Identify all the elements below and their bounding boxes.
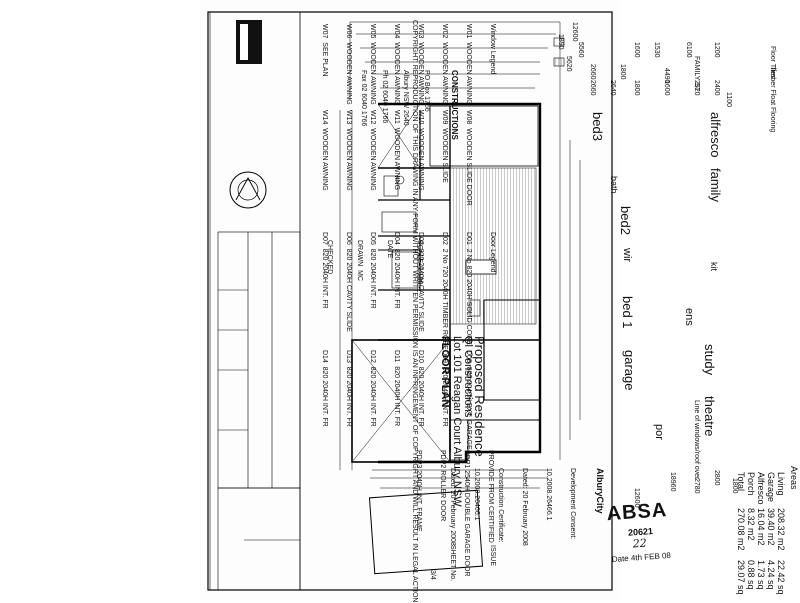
absa-stamp-signature: 22 [632,536,648,551]
timber-floor-swatch [553,57,565,67]
dim-label: 1200 [713,42,720,58]
areas-row: Garage39.40 m24.24 sq [766,472,776,590]
door-legend-item: D12 820 2040H INT. FR [369,350,376,427]
room-theatre: theatre [702,396,717,437]
dim-label: 2660 [589,64,596,80]
dimension-lines [339,21,581,489]
absa-stamp: ABSA 20621 22 Date 4th FEB 08 [567,490,682,575]
room-wir: wir [621,248,633,263]
timber-floor-label: Timber Float Flooring [769,66,776,133]
room-bath: bath [609,176,619,194]
room-kitchen: kit [709,262,719,271]
dim-label: 6100 [685,42,692,58]
dim-label: 4490 [663,68,670,84]
floor-plan-drawing [207,11,613,591]
window-legend-item: W08 WOODEN SLIDE DOOR [465,110,472,206]
room-bed1: bed 1 [620,296,635,329]
dim-label: 2800 [713,470,720,486]
sheet-title: FLOOR PLAN [439,336,451,408]
room-porch: por [653,424,665,440]
dim-label: 2780 [693,478,700,494]
room-ensuite: ens [683,308,695,326]
dim-label: 2660 [589,80,596,96]
dim-label: 5620 [565,56,572,72]
window-legend-item: W14 WOODEN AWNING [321,110,328,191]
title-block-rows: SCALE 1:100 DATE DRAWN MC CHECKED [326,240,423,285]
house-outline [351,102,542,464]
room-family: family [708,168,723,202]
theatre-note: Line of windows/roof over [693,400,700,480]
dim-label: 18960 [669,472,676,492]
areas-title: Areas [789,466,799,490]
door-legend-item: D13 820 2040H INT. FR [345,350,352,427]
door-legend-title: Door Legend [489,232,496,273]
dim-label: 1600 [633,42,640,58]
door-legend-item: D14 820 2040H INT. FR [321,350,328,427]
project-title: Proposed Residence [472,336,487,457]
room-study: study [702,344,717,376]
floor-tiles-swatch [553,37,565,47]
dim-label: 12600 [571,22,578,42]
absa-stamp-word: ABSA [605,499,668,526]
absa-stamp-border [368,489,484,575]
north-compass [229,171,267,209]
dim-label: 1530 [653,42,660,58]
company-logo [236,20,262,64]
title-block-grid [217,231,301,591]
door-legend-item: D01 2 No 820 2040H SOLID CORE [465,232,472,345]
dim-label: 2640 [609,80,616,96]
dim-label: 1800 [633,80,640,96]
areas-row: Total270.08 m229.07 sq [736,472,746,595]
dim-label: 2400 [713,80,720,96]
areas-row: Living208.32 m222.42 sq [776,472,786,595]
window-legend-item: W07 SEE PLAN [321,24,328,77]
room-garage: garage [622,350,637,391]
door-legend-item: D11 820 2040H INT. FR [393,350,400,427]
room-bed3: bed3 [590,112,605,141]
dim-label: 1800 [619,64,626,80]
areas-row: Porch8.32 m20.88 sq [746,472,756,590]
room-bed2: bed2 [618,206,633,235]
dim-label: 1100 [725,92,732,108]
absa-stamp-date: Date 4th FEB 08 [611,550,672,564]
window-legend-item: W01 WOODEN AWNING [465,24,472,105]
areas-table: Living208.32 m222.42 sq Garage39.40 m24.… [736,472,786,595]
sheet-border [207,11,613,591]
drawing-sheet: Window Legend W01 WOODEN AWNING W02 WOOD… [200,0,799,603]
dim-label: 1890 [557,34,564,50]
window-legend-title: Window Legend [489,24,496,75]
dim-label: 2520 [693,80,700,96]
company-address: PO Box 1766 Albury NSW 2640 Ph 02 6040 1… [360,70,430,127]
company-name: CONSTRUCTIONS [450,70,459,140]
client-name: Ql Constructions [462,336,474,418]
areas-row: Alfresco16.04 m21.73 sq [756,472,766,590]
dim-label: 5560 [577,42,584,58]
room-alfresco: alfresco [708,112,723,158]
